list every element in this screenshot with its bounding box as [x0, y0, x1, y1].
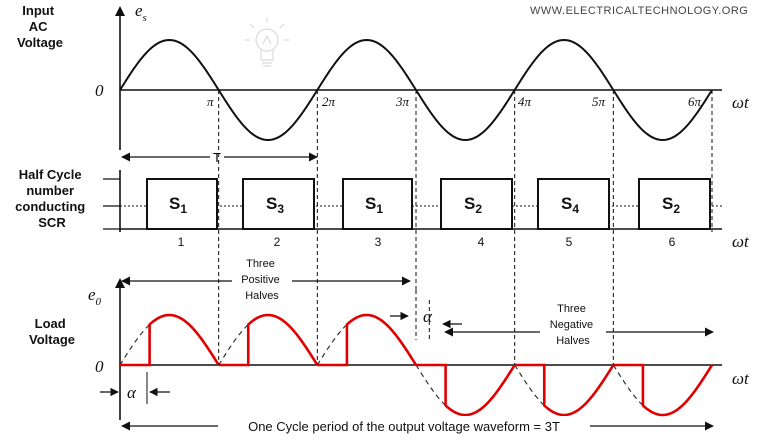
scr-conduction-panel: Half Cycle number conducting SCR ωt S1 S… — [15, 167, 750, 251]
scr-label-line-4: SCR — [38, 215, 66, 230]
cycle-caption: One Cycle period of the output voltage w… — [248, 419, 560, 434]
load-voltage-waveform — [120, 313, 714, 417]
load-zero-label: 0 — [95, 357, 104, 376]
pi-tick-6: 6π — [688, 94, 702, 109]
input-panel-label: Input AC Voltage — [17, 3, 63, 50]
scr-x-symbol: ωt — [732, 232, 750, 251]
half-cycle-number-3: 3 — [375, 235, 382, 249]
scr-pulse-4: S2 — [440, 178, 513, 230]
pi-tick-4: 4π — [518, 94, 532, 109]
half-cycle-number-1: 1 — [178, 235, 185, 249]
scr-label-line-1: Half Cycle — [19, 167, 82, 182]
input-y-symbol: es — [135, 1, 147, 24]
scr-pulse-2-label: S3 — [266, 194, 284, 216]
half-cycle-number-4: 4 — [478, 235, 485, 249]
scr-pulse-4-label: S2 — [464, 194, 482, 216]
scr-panel-label: Half Cycle number conducting SCR — [15, 167, 89, 230]
pi-tick-3: 3π — [395, 94, 410, 109]
negative-halves-label: Three Negative Halves — [550, 303, 596, 347]
input-x-symbol: ωt — [732, 93, 750, 112]
scr-pulse-5-label: S4 — [561, 194, 579, 216]
half-cycle-number-6: 6 — [669, 235, 676, 249]
input-label-line-2: AC — [29, 19, 48, 34]
negative-halves-label-bg — [540, 298, 606, 348]
lightbulb-icon — [245, 17, 289, 67]
scr-pulse-5: S4 — [537, 178, 610, 230]
half-cycle-number-2: 2 — [274, 235, 281, 249]
scr-pulse-6-label: S2 — [662, 194, 680, 216]
load-x-symbol: ωt — [732, 369, 750, 388]
input-zero-label: 0 — [95, 81, 104, 100]
scr-pulse-1: S1 — [146, 178, 218, 230]
scr-pulse-6: S2 — [638, 178, 711, 230]
pi-tick-2: 2π — [322, 94, 336, 109]
scr-label-line-2: number — [26, 183, 74, 198]
load-y-axis-arrow — [115, 278, 125, 288]
reference-sine-dashed — [119, 324, 644, 406]
period-label-bg — [210, 150, 224, 164]
alpha-label-lower: α — [127, 383, 137, 402]
positive-halves-label-bg — [232, 256, 292, 302]
load-y-symbol: e0 — [88, 285, 102, 308]
site-watermark: WWW.ELECTRICALTECHNOLOGY.ORG — [530, 5, 748, 17]
cycle-caption-bg — [218, 416, 590, 436]
load-label-line-1: Load — [35, 316, 66, 331]
pi-tick-1: π — [207, 94, 214, 109]
scr-pulse-3: S1 — [342, 178, 413, 230]
input-voltage-panel: Input AC Voltage es 0 ωt π 2π 3π 4π 5π 6… — [17, 1, 750, 165]
load-label-line-2: Voltage — [29, 332, 75, 347]
scr-pulse-1-label: S1 — [169, 194, 187, 216]
period-label: T — [213, 150, 221, 165]
positive-halves-label: Three Positive Halves — [241, 258, 283, 302]
input-label-line-1: Input — [22, 3, 54, 18]
vertical-guide-lines — [218, 90, 713, 365]
load-panel-label: Load Voltage — [29, 316, 75, 347]
scr-label-line-3: conducting — [15, 199, 85, 214]
scr-pulse-3-label: S1 — [365, 194, 383, 216]
load-voltage-panel: Load Voltage e0 0 ωt Three Positive Halv… — [29, 256, 750, 436]
alpha-label-upper: α — [423, 307, 433, 326]
half-cycle-number-5: 5 — [566, 235, 573, 249]
pi-tick-5: 5π — [592, 94, 606, 109]
input-y-axis-arrow — [115, 6, 125, 16]
scr-pulse-2: S3 — [242, 178, 315, 230]
input-label-line-3: Voltage — [17, 35, 63, 50]
